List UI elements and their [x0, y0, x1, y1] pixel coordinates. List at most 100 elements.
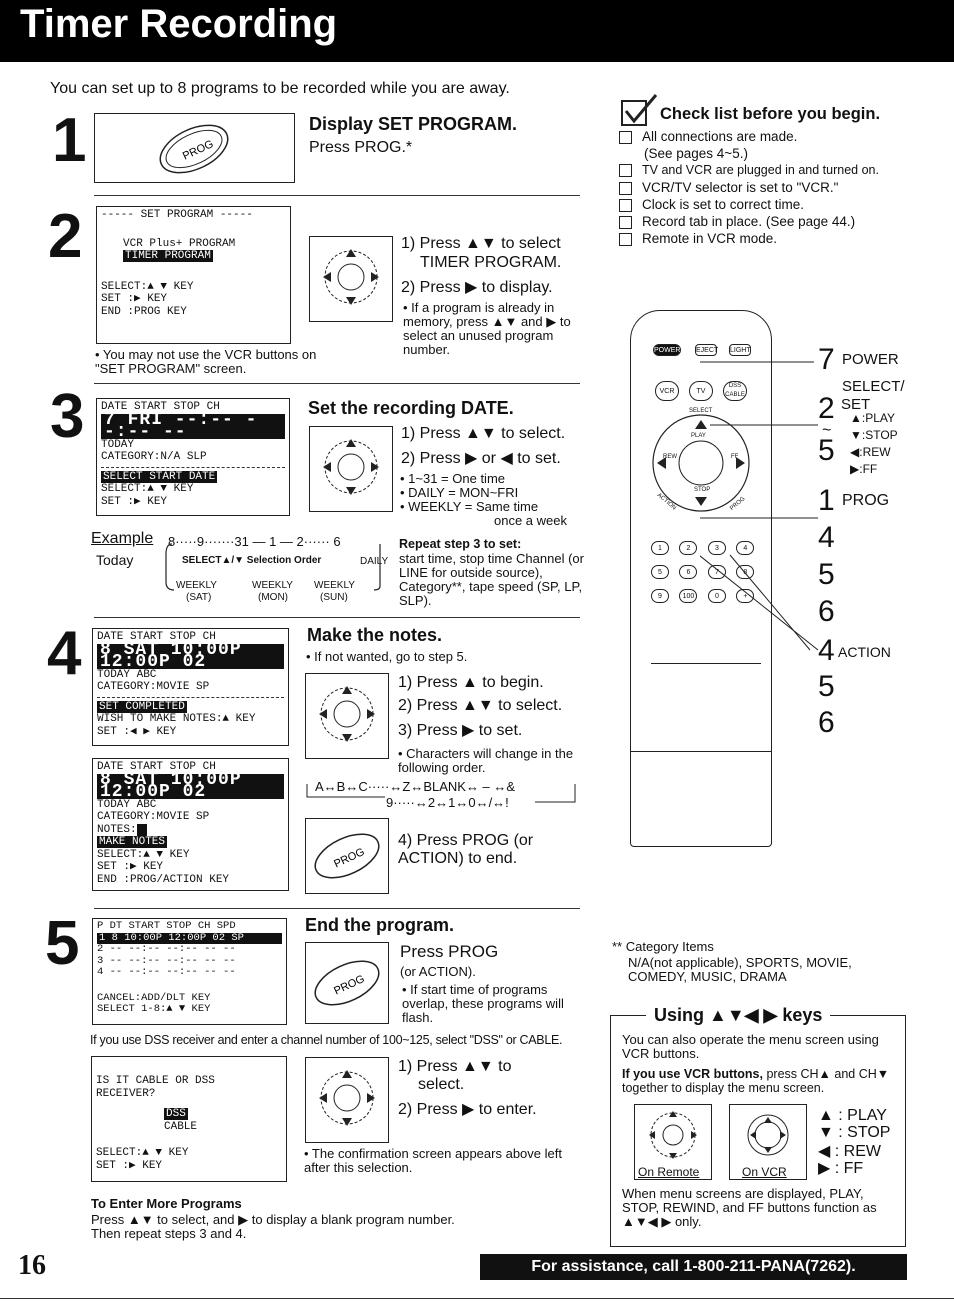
step-ref-4: 4	[818, 521, 835, 554]
digit-button[interactable]: 1	[651, 541, 669, 555]
remote-keypad: 1 2 3 4 5 6 7 8 9 100 0 +	[651, 537, 761, 609]
prog-key-box: PROG	[305, 942, 389, 1024]
osd-line: CATEGORY:N/A SLP	[101, 451, 207, 463]
checklist-heading: Check list before you begin.	[660, 105, 881, 123]
rew-label: REW	[663, 454, 677, 460]
remote-lower-panel	[651, 663, 761, 734]
dpad-icon	[309, 426, 393, 512]
weekly-mon: WEEKLY	[252, 580, 293, 591]
checklist-item: Record tab in place. (See page 44.)	[619, 213, 879, 230]
tv-button[interactable]: TV	[689, 381, 713, 401]
repeat-heading: Repeat step 3 to set:	[399, 537, 522, 551]
osd-make-notes: DATE START STOP CH 8 SAT 10:00P 12:00P 0…	[92, 758, 289, 891]
eject-button[interactable]: EJECT	[695, 344, 718, 356]
page-title: Timer Recording	[20, 2, 338, 46]
digit-button[interactable]: 2	[679, 541, 698, 555]
remote-dpad[interactable]	[641, 406, 761, 521]
prog-key-icon: PROG	[314, 960, 380, 1006]
example-sequence: 8·····9·······31 — 1 — 2······ 6	[168, 534, 341, 549]
more-programs-1: Press ▲▼ to select, and ▶ to display a b…	[91, 1212, 455, 1227]
osd-row: 2 -- --:-- --:-- -- --	[97, 943, 236, 955]
rew-callout: ◀:REW	[850, 445, 891, 459]
digit-button[interactable]: +	[736, 589, 755, 603]
step4-instr3: 3) Press ▶ to set.	[398, 722, 523, 739]
assistance-banner: For assistance, call 1-800-211-PANA(7262…	[480, 1254, 907, 1280]
step4-sub: • If not wanted, go to step 5.	[306, 649, 468, 664]
step-ref-7: 7	[818, 343, 835, 376]
char-order-2: 9·····↔2↔1↔0↔/↔!	[386, 795, 509, 810]
step-ref-5b: 5	[818, 558, 835, 591]
checklist-item: Clock is set to correct time.	[619, 196, 879, 213]
osd-header: DATE START STOP CH	[97, 631, 216, 643]
step4-instr4: 4) Press PROG (or ACTION) to end.	[398, 832, 534, 867]
osd-header: DATE START STOP CH	[97, 761, 216, 773]
checklist-item: (See pages 4~5.)	[644, 146, 748, 161]
step2-instr1: 1) Press ▲▼ to select	[401, 235, 561, 252]
select-label: SELECT	[689, 408, 713, 414]
dpad-icon	[309, 236, 393, 322]
digit-button[interactable]: 9	[651, 589, 669, 603]
digit-button[interactable]: 5	[651, 565, 669, 579]
digit-button[interactable]: 7	[707, 565, 726, 579]
step4-chars: • Characters will change in the followin…	[398, 746, 574, 775]
power-callout: POWER	[842, 351, 899, 368]
osd-line: RECEIVER?	[96, 1087, 156, 1100]
weekly-sat-day: (SAT)	[186, 592, 212, 603]
osd-line: SET :▶ KEY	[96, 1159, 163, 1172]
step3-b3b: once a week	[494, 513, 567, 528]
dss-cable-button[interactable]: DSS CABLE	[723, 381, 747, 401]
keys-text3: When menu screens are displayed, PLAY, S…	[622, 1186, 877, 1229]
step-ref-6b: 6	[818, 706, 835, 739]
page-number: 16	[18, 1250, 46, 1281]
callout-lines	[700, 361, 819, 651]
step-ref-6: 6	[818, 595, 835, 628]
play-label: PLAY	[691, 433, 706, 439]
digit-button[interactable]: 6	[679, 565, 698, 579]
osd-program-list: P DT START STOP CH SPD 1 8 10:00P 12:00P…	[92, 918, 287, 1025]
step2-instr2: 2) Press ▶ to display.	[401, 279, 553, 296]
step-number: 1	[52, 106, 87, 175]
set-callout: SET	[841, 396, 871, 413]
step3-instr1: 1) Press ▲▼ to select.	[401, 425, 566, 442]
prog-callout: PROG	[842, 492, 890, 509]
osd-line: SET :▶ KEY	[101, 495, 168, 508]
digit-button[interactable]: 3	[707, 541, 726, 555]
weekly-mon-day: (MON)	[258, 592, 288, 603]
remote-control: POWER EJECT LIGHT VCR TV DSS CABLE PLAY …	[630, 310, 772, 847]
step2-instr1b: TIMER PROGRAM.	[420, 254, 562, 271]
step3-heading: Set the recording DATE.	[308, 398, 514, 418]
key-stop: ▼ : STOP	[818, 1124, 891, 1141]
osd-highlight: MAKE NOTES	[97, 836, 168, 848]
daily-label: DAILY	[360, 556, 389, 567]
step5-heading: End the program.	[305, 915, 455, 935]
digit-button[interactable]: 0	[707, 589, 726, 603]
osd-line: TODAY ABC	[97, 668, 157, 681]
osd-highlight: SET COMPLETED	[97, 700, 187, 713]
step3-b1: • 1~31 = One time	[400, 471, 506, 486]
confirmation-note: • The confirmation screen appears above …	[304, 1146, 562, 1175]
char-order-1: A↔B↔C·····↔Z↔BLANK↔ – ↔&	[315, 779, 516, 794]
step5-instr1b: select.	[418, 1076, 465, 1093]
light-button[interactable]: LIGHT	[729, 344, 751, 356]
vcr-button[interactable]: VCR	[655, 381, 679, 401]
osd-line: SELECT:▲ ▼ KEY	[96, 1147, 189, 1159]
step5-instr1: 1) Press ▲▼ to	[398, 1058, 512, 1075]
step3-b2: • DAILY = MON~FRI	[400, 485, 519, 500]
on-vcr-box: On VCR	[729, 1104, 807, 1180]
osd-row-selected: 1 8 10:00P 12:00P 02 SP	[97, 932, 282, 944]
step4-instr2: 2) Press ▲▼ to select.	[398, 697, 563, 714]
prog-key-icon: PROG	[159, 124, 229, 174]
title-bar: Timer Recording	[0, 0, 954, 62]
power-button[interactable]: POWER	[653, 344, 681, 356]
digit-button[interactable]: 100	[679, 589, 698, 603]
key-play: ▲ : PLAY	[818, 1107, 887, 1124]
step1-heading: Display SET PROGRAM.	[309, 114, 518, 134]
step2-bullet: • You may not use the VCR buttons on "SE…	[95, 347, 317, 376]
digit-button[interactable]: 4	[736, 541, 755, 555]
osd-line: CANCEL:ADD/DLT KEY	[97, 991, 211, 1004]
repeat-text: start time, stop time Channel (or LINE f…	[399, 551, 584, 608]
divider	[94, 617, 580, 618]
osd-row: 4 -- --:-- --:-- -- --	[97, 966, 236, 978]
osd-line: SET :▶ KEY	[97, 861, 164, 873]
example-arrows	[165, 543, 381, 591]
